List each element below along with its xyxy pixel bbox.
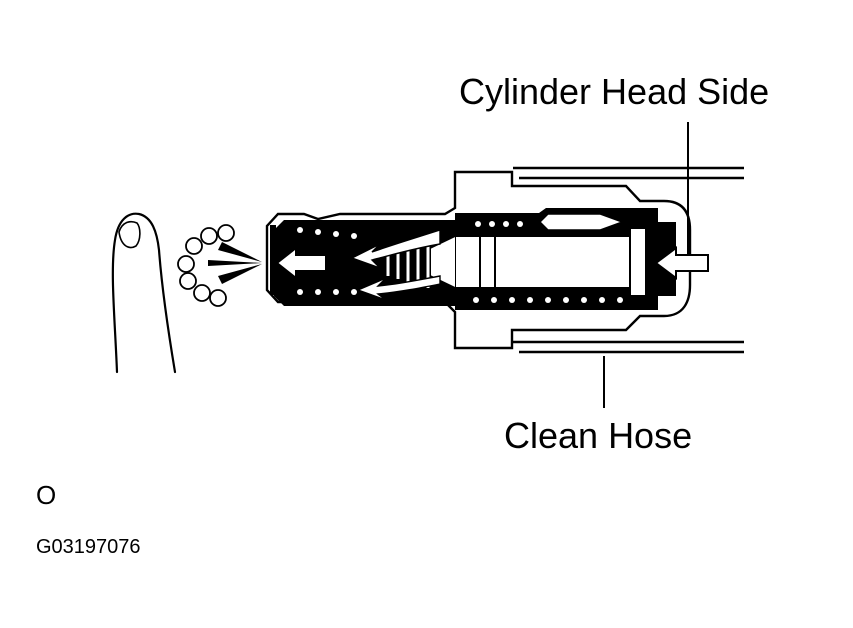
inlet-arrow-icon xyxy=(654,246,709,280)
leader-lines xyxy=(603,122,689,408)
outlet-arrow-icon xyxy=(275,245,327,281)
valve-plunger xyxy=(429,227,647,297)
result-symbol: O xyxy=(36,480,57,510)
figure-code: G03197076 xyxy=(36,536,141,558)
clean-hose-label: Clean Hose xyxy=(504,415,693,456)
air-puff-icon xyxy=(177,224,235,307)
flow-arrows xyxy=(350,213,625,301)
hose-lines xyxy=(513,166,744,354)
spring-coils xyxy=(297,211,667,305)
valve-housing xyxy=(265,170,692,350)
finger-illustration xyxy=(111,212,177,374)
air-jet-icon xyxy=(208,242,262,284)
cylinder-head-side-label: Cylinder Head Side xyxy=(459,71,770,112)
